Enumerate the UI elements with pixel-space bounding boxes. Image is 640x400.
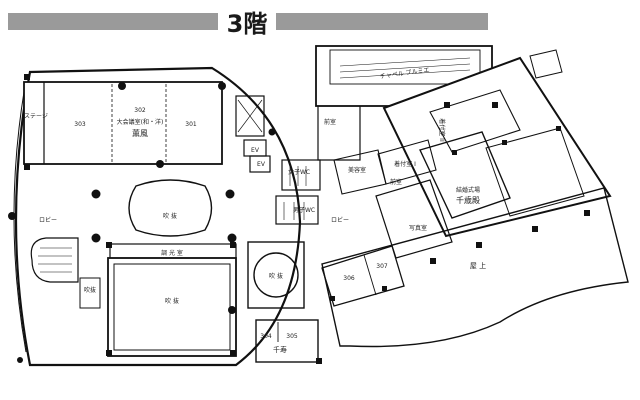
label-lobby-left: ロビー [39,216,57,224]
label-room-304: 304 [260,333,272,340]
label-room-301: 301 [185,121,197,128]
floor-title: 3階 [227,10,268,38]
label-banquet-title: 薫風 [132,128,148,138]
label-void-left: 吹抜 [84,286,96,294]
label-room-305: 305 [286,333,298,340]
west-wing [13,66,321,367]
header-bar-left [8,13,218,30]
label-lobby-right: ロビー [331,216,349,224]
label-room-306: 306 [343,275,355,282]
label-womens-wc: 女子WC [288,168,310,176]
east-wing [315,45,629,348]
label-room-303: 303 [74,121,86,128]
label-void-large: 吹 抜 [165,297,179,305]
label-senju: 千寿 [273,345,287,354]
label-ev-lower: EV [257,161,266,168]
label-ev-upper: EV [251,147,260,154]
label-photo-studio: 写真室 [409,224,427,232]
header-bar-right [276,13,488,30]
label-ceremony-name: 千歳殿 [456,195,480,205]
label-waiting-2: 着付室 II [438,118,446,142]
label-banquet-name: 大会議室(和・洋) [117,118,164,126]
label-waiting-1: 着付室 I [394,160,416,168]
label-rooftop: 屋 上 [470,261,486,270]
label-stage: ステージ [24,113,48,120]
label-beauty-salon: 美容室 [348,166,366,174]
structural-columns [8,74,322,364]
label-void-center: 吹 抜 [163,212,177,220]
label-light-control: 調 光 室 [161,249,183,257]
label-room-302: 302 [134,107,146,114]
label-mens-wc: 男子WC [293,207,315,214]
label-anteroom: 前室 [324,118,336,126]
label-room-307: 307 [376,263,388,270]
east-columns [330,102,590,301]
label-front-room: 前室 [390,178,402,186]
label-void-round: 吹 抜 [269,272,283,280]
label-ceremony-hall: 結婚式場 [456,186,480,194]
